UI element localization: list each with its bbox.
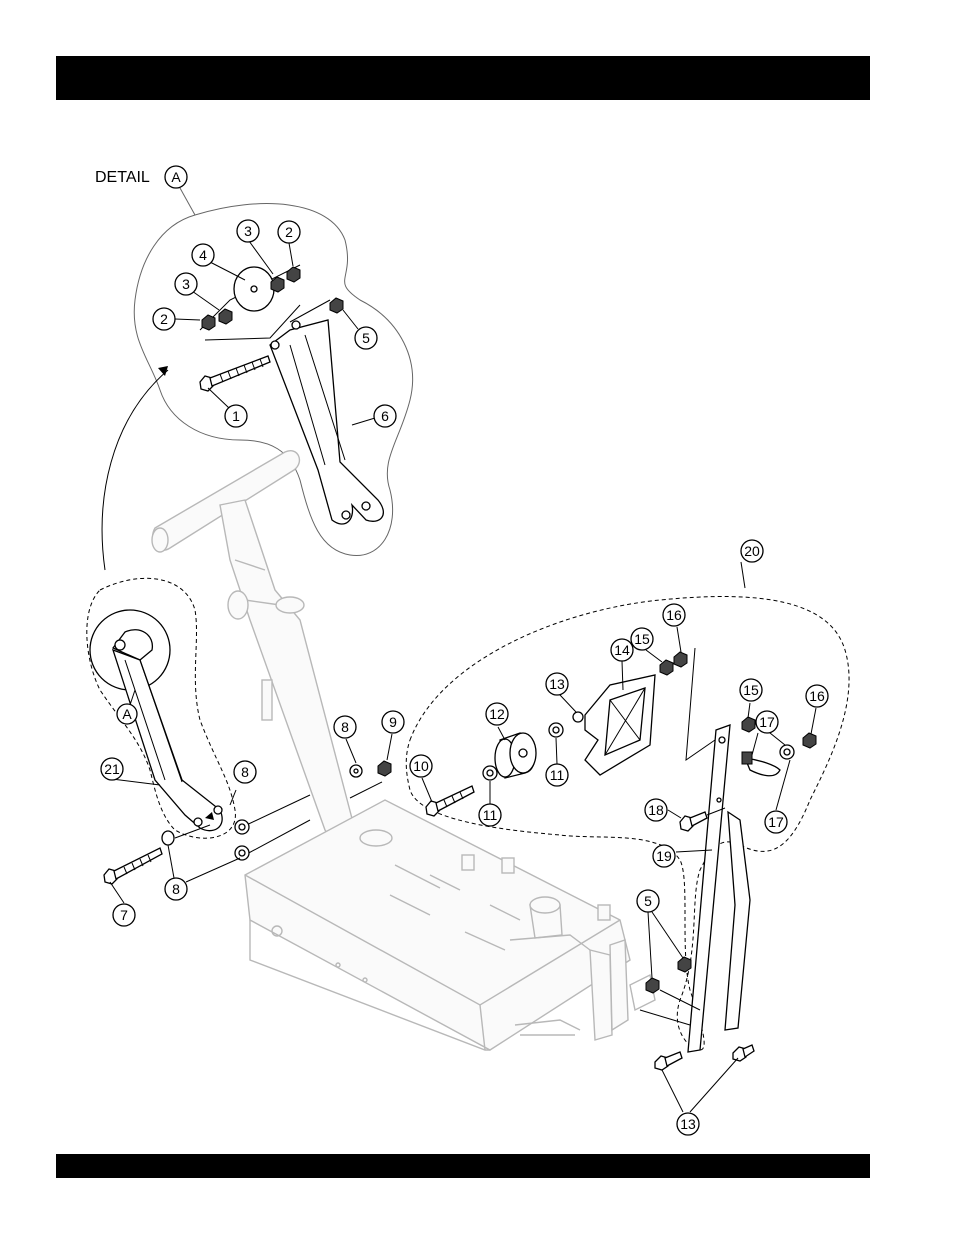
callout-3-a: 3 [237, 220, 259, 242]
detail-label: DETAIL [95, 169, 150, 186]
callout-7: 7 [113, 904, 135, 926]
svg-text:17: 17 [768, 814, 784, 830]
callout-14: 14 [611, 639, 633, 661]
svg-text:16: 16 [809, 688, 825, 704]
nut-2-right [287, 267, 300, 282]
svg-text:7: 7 [120, 907, 128, 923]
callout-6: 6 [374, 405, 396, 427]
detail-ref-letter-callout: A [117, 704, 137, 724]
callout-11-b: 11 [479, 804, 501, 826]
callout-11-a: 11 [546, 764, 568, 786]
svg-text:18: 18 [648, 802, 664, 818]
svg-text:14: 14 [614, 642, 630, 658]
bracket-14 [585, 675, 655, 775]
nut-15-a [660, 660, 673, 675]
svg-text:5: 5 [644, 893, 652, 909]
nut-2-left [202, 315, 215, 330]
nut-5-detail [330, 298, 343, 313]
callout-3-b: 3 [175, 273, 197, 295]
screw-13-b [655, 1052, 682, 1070]
svg-text:2: 2 [160, 311, 168, 327]
svg-text:13: 13 [680, 1116, 696, 1132]
svg-text:3: 3 [244, 223, 252, 239]
svg-text:16: 16 [666, 607, 682, 623]
callout-12: 12 [486, 703, 508, 725]
callout-20: 20 [741, 540, 763, 562]
callout-10: 10 [410, 755, 432, 777]
nut-9 [378, 761, 391, 776]
detail-letter: A [171, 169, 181, 185]
callout-15-b: 15 [740, 679, 762, 701]
washer-8-a [162, 831, 174, 845]
svg-text:20: 20 [744, 543, 760, 559]
callout-5-a: 5 [355, 327, 377, 349]
svg-text:9: 9 [389, 714, 397, 730]
callout-17-a: 17 [756, 711, 778, 733]
svg-text:4: 4 [199, 247, 207, 263]
svg-text:6: 6 [381, 408, 389, 424]
machine-ghost [152, 451, 655, 1050]
svg-text:8: 8 [172, 881, 180, 897]
callout-19: 19 [653, 845, 675, 867]
svg-text:11: 11 [550, 767, 565, 783]
base-plate [245, 800, 630, 1050]
nut-16-b [803, 733, 816, 748]
cable-17 [742, 745, 794, 776]
handle-shaft [220, 500, 375, 860]
svg-text:2: 2 [285, 224, 293, 240]
svg-text:15: 15 [743, 682, 759, 698]
callout-16-b: 16 [806, 685, 828, 707]
callout-8-b: 8 [234, 761, 256, 783]
link-6 [270, 320, 383, 524]
svg-text:15: 15 [634, 631, 650, 647]
svg-text:10: 10 [413, 758, 429, 774]
svg-text:A: A [122, 706, 132, 722]
svg-text:8: 8 [241, 764, 249, 780]
svg-text:11: 11 [483, 807, 498, 823]
svg-text:13: 13 [549, 676, 565, 692]
callout-17-b: 17 [765, 811, 787, 833]
callout-15-a: 15 [631, 628, 653, 650]
callout-5-b: 5 [637, 890, 659, 912]
svg-text:12: 12 [489, 706, 505, 722]
nut-5-b [678, 957, 691, 972]
bolt-1 [200, 356, 270, 391]
callout-8-c: 8 [165, 878, 187, 900]
svg-text:21: 21 [104, 761, 120, 777]
roller-12 [495, 733, 536, 778]
nut-3-left [219, 309, 232, 324]
callout-13-b: 13 [677, 1113, 699, 1135]
nut-5-c [646, 978, 659, 993]
svg-text:17: 17 [759, 714, 775, 730]
bar-19 [688, 725, 750, 1052]
detail-leader [180, 188, 195, 215]
nut-13-a [573, 712, 583, 722]
callout-2-b: 2 [153, 308, 175, 330]
svg-text:8: 8 [341, 719, 349, 735]
callout-9: 9 [382, 711, 404, 733]
nut-3-right [271, 277, 284, 292]
nut-16-a [674, 652, 687, 667]
bolt-10 [426, 786, 474, 816]
svg-text:1: 1 [232, 408, 240, 424]
svg-text:5: 5 [362, 330, 370, 346]
callout-1: 1 [225, 405, 247, 427]
callout-18: 18 [645, 799, 667, 821]
svg-text:19: 19 [656, 848, 672, 864]
nut-15-b [742, 717, 755, 732]
callout-2-a: 2 [278, 221, 300, 243]
callout-8-a: 8 [334, 716, 356, 738]
svg-text:3: 3 [182, 276, 190, 292]
screw-13-c [733, 1045, 754, 1061]
callout-4: 4 [192, 244, 214, 266]
detail-letter-callout: A [165, 166, 187, 188]
callout-13-a: 13 [546, 673, 568, 695]
callout-16-a: 16 [663, 604, 685, 626]
callout-21: 21 [101, 758, 123, 780]
bolt-18 [680, 812, 707, 831]
bolt-7 [104, 848, 162, 884]
